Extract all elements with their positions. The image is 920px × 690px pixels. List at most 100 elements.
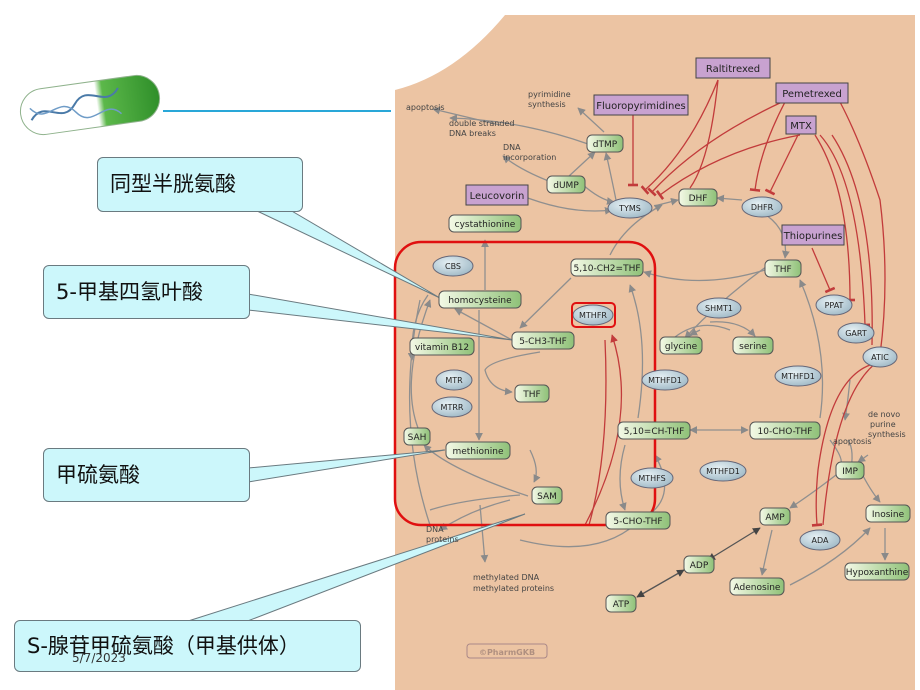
enzyme-dhfr: DHFR: [741, 196, 783, 218]
metabolite-ch2-thf-label: 5,10-CH2=THF: [573, 264, 640, 274]
enzyme-mtrr: MTRR: [431, 396, 473, 418]
note-dna-prot-line2: proteins: [426, 535, 459, 544]
note-denovo-line3: synthesis: [868, 430, 906, 439]
note-apoptosis-top: apoptosis: [406, 103, 445, 112]
note-dsb-line2: DNA breaks: [449, 129, 496, 138]
metabolite-serine: serine: [732, 336, 774, 355]
metabolite-vitamin-b12-label: vitamin B12: [415, 343, 469, 353]
metabolite-inosine-label: Inosine: [872, 510, 905, 520]
metabolite-cystathionine: cystathionine: [448, 214, 522, 233]
enzyme-ppat: PPAT: [815, 294, 853, 316]
metabolite-glycine-label: glycine: [665, 342, 698, 352]
enzyme-dhfr-label: DHFR: [751, 203, 774, 212]
metabolite-thf-center-label: THF: [522, 390, 540, 400]
metabolite-dhf-label: DHF: [689, 194, 708, 204]
enzyme-mthfd1-c-label: MTHFD1: [706, 467, 740, 476]
metabolite-hypoxanthine: Hypoxanthine: [844, 562, 910, 581]
metabolite-imp: IMP: [835, 461, 865, 480]
note-dsb-line1: double stranded: [449, 119, 514, 128]
enzyme-atic: ATIC: [862, 346, 898, 368]
note-dna-inc-line1: DNA: [503, 143, 521, 152]
drug-raltitrexed-label: Raltitrexed: [706, 64, 760, 75]
pathway-notes: apoptosis double stranded DNA breaks pyr…: [406, 90, 906, 593]
metabolite-dhf: DHF: [678, 188, 718, 207]
enzyme-mthfd1-a-label: MTHFD1: [648, 376, 682, 385]
slide-date: 5/7/2023: [72, 651, 126, 665]
metabolite-vitamin-b12: vitamin B12: [409, 337, 475, 356]
metabolite-adenosine-label: Adenosine: [734, 583, 781, 593]
enzyme-atic-label: ATIC: [871, 353, 889, 362]
drug-thiopurines: Thiopurines: [781, 224, 845, 246]
metabolite-ch2-thf: 5,10-CH2=THF: [570, 258, 644, 277]
callout-sam-text: S-腺苷甲硫氨酸（甲基供体）: [27, 633, 300, 658]
drug-thiopurines-label: Thiopurines: [783, 231, 843, 242]
callout-methionine-text: 甲硫氨酸: [56, 462, 140, 487]
metabolite-thf-right-label: THF: [773, 265, 791, 275]
drug-pemetrexed: Pemetrexed: [775, 82, 849, 104]
enzyme-mthfr: MTHFR: [572, 304, 614, 326]
enzyme-shmt1-label: SHMT1: [705, 304, 733, 313]
metabolite-sam-label: SAM: [537, 492, 557, 502]
metabolite-adp-label: ADP: [690, 561, 709, 571]
enzyme-mthfd1-b: MTHFD1: [774, 365, 822, 387]
metabolite-atp: ATP: [605, 594, 637, 613]
enzyme-ppat-label: PPAT: [825, 301, 844, 310]
metabolite-cho-thf-5: 5-CHO-THF: [605, 511, 671, 530]
drug-fluoropyrimidines-label: Fluoropyrimidines: [596, 101, 686, 112]
enzyme-mthfd1-a: MTHFD1: [641, 369, 689, 391]
copyright-badge: ©PharmGKB: [466, 643, 548, 659]
metabolite-ch-thf-label: 5,10=CH-THF: [624, 427, 685, 437]
enzyme-mthfs: MTHFS: [630, 467, 674, 489]
enzyme-cbs-label: CBS: [445, 262, 461, 271]
metabolite-ch3-thf: 5-CH3-THF: [511, 331, 575, 350]
metabolite-atp-label: ATP: [613, 600, 630, 610]
enzymes: TYMS DHFR CBS MTHFR MTR MTRR SHMT1 MTHFD…: [431, 196, 898, 551]
callout-sam: S-腺苷甲硫氨酸（甲基供体）: [14, 620, 361, 672]
note-dna-inc-line2: incorporation: [503, 153, 556, 162]
metabolite-thf-right: THF: [764, 259, 802, 278]
metabolite-dtmp: dTMP: [586, 134, 624, 153]
metabolite-thf-center: THF: [514, 384, 550, 403]
enzyme-cbs: CBS: [432, 255, 474, 277]
drug-leucovorin-label: Leucovorin: [470, 191, 525, 202]
metabolite-ch-thf: 5,10=CH-THF: [617, 421, 691, 440]
note-denovo-line2: purine: [870, 420, 896, 429]
enzyme-mtr-label: MTR: [445, 376, 463, 385]
drug-raltitrexed: Raltitrexed: [695, 57, 771, 79]
note-pyr-line1: pyrimidine: [528, 90, 571, 99]
callout-homocysteine-text: 同型半胱氨酸: [110, 172, 236, 196]
enzyme-mthfr-label: MTHFR: [579, 311, 607, 320]
metabolite-inosine: Inosine: [865, 504, 911, 523]
drug-mtx: MTX: [785, 115, 817, 135]
enzyme-mtr: MTR: [435, 369, 473, 391]
metabolite-adp: ADP: [683, 555, 715, 574]
enzyme-gart-label: GART: [845, 329, 867, 338]
enzyme-gart: GART: [837, 322, 875, 344]
metabolite-homocysteine-label: homocysteine: [448, 296, 512, 306]
metabolite-sah: SAH: [403, 427, 431, 446]
metabolite-cho-thf-5-label: 5-CHO-THF: [613, 517, 662, 527]
drug-leucovorin: Leucovorin: [465, 184, 529, 206]
enzyme-mthfd1-c: MTHFD1: [699, 460, 747, 482]
drug-mtx-label: MTX: [790, 121, 812, 132]
metabolite-cho-thf-10-label: 10-CHO-THF: [758, 427, 813, 437]
callout-methionine: 甲硫氨酸: [43, 448, 250, 502]
metabolite-hypoxanthine-label: Hypoxanthine: [846, 568, 909, 578]
note-pyr-line2: synthesis: [528, 100, 566, 109]
metabolite-imp-label: IMP: [842, 467, 858, 477]
callout-methyl-thf-text: 5-甲基四氢叶酸: [56, 279, 203, 304]
drug-boxes: Raltitrexed Pemetrexed Fluoropyrimidines…: [465, 57, 849, 246]
enzyme-mthfs-label: MTHFS: [638, 474, 665, 483]
drug-pemetrexed-label: Pemetrexed: [782, 89, 842, 100]
dna-pill-logo: [19, 74, 161, 136]
enzyme-ada-label: ADA: [812, 536, 829, 545]
metabolite-dtmp-label: dTMP: [593, 140, 618, 150]
metabolite-dump: dUMP: [546, 175, 586, 194]
metabolite-ch3-thf-label: 5-CH3-THF: [519, 337, 567, 347]
metabolite-sah-label: SAH: [408, 433, 427, 443]
metabolite-glycine: glycine: [659, 336, 703, 355]
metabolite-dump-label: dUMP: [553, 181, 579, 191]
metabolite-methionine-label: methionine: [453, 447, 504, 457]
metabolite-homocysteine: homocysteine: [438, 290, 522, 309]
